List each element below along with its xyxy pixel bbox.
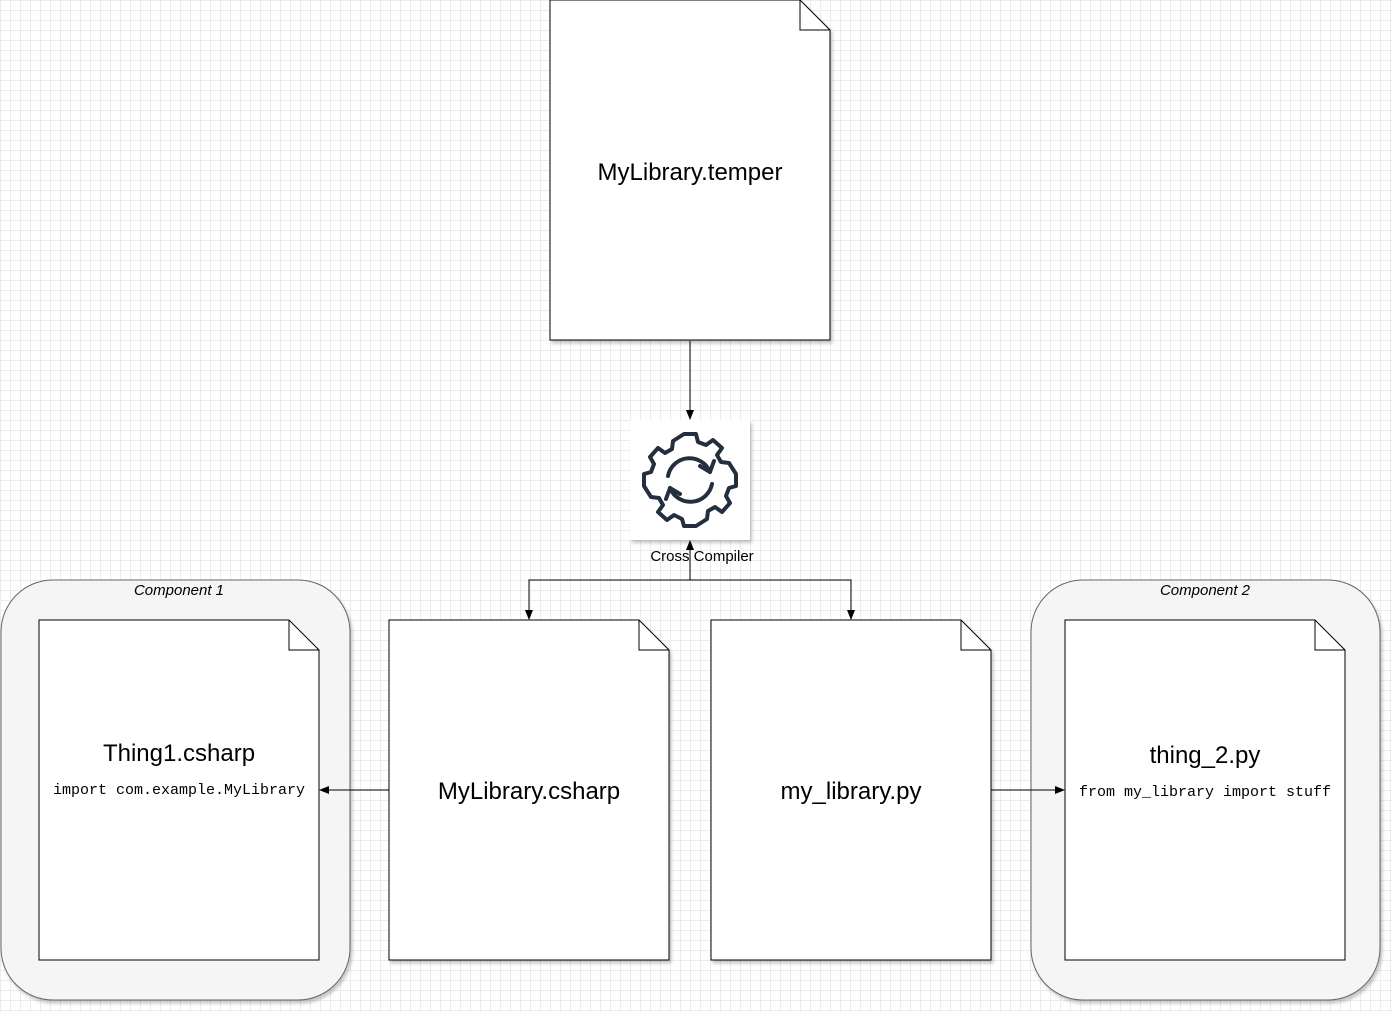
source-file-node[interactable]: MyLibrary.temper	[549, 0, 831, 341]
compiler-label: Cross Compiler	[650, 548, 753, 565]
component-2-code: from my_library import stuff	[1079, 784, 1331, 801]
component-1-code: import com.example.MyLibrary	[53, 782, 305, 799]
component-2-file-node[interactable]: thing_2.py from my_library import stuff	[1064, 619, 1346, 961]
component-2-file-name: thing_2.py	[1150, 742, 1261, 769]
output-python-node[interactable]: my_library.py	[710, 619, 992, 961]
output-csharp-name: MyLibrary.csharp	[438, 778, 620, 805]
cross-compiler-node[interactable]: Cross Compiler	[630, 420, 754, 565]
component-2-title: Component 2	[1160, 582, 1251, 599]
output-csharp-node[interactable]: MyLibrary.csharp	[388, 619, 670, 961]
source-file-name: MyLibrary.temper	[598, 159, 783, 186]
component-1-title: Component 1	[134, 582, 224, 599]
gear-sync-icon	[642, 432, 738, 528]
output-python-name: my_library.py	[781, 778, 922, 805]
edge-compiler-to-python	[690, 579, 855, 620]
component-1-file-node[interactable]: Thing1.csharp import com.example.MyLibra…	[38, 619, 320, 961]
component-1-file-name: Thing1.csharp	[103, 740, 255, 767]
edge-compiler-to-csharp	[525, 579, 690, 620]
